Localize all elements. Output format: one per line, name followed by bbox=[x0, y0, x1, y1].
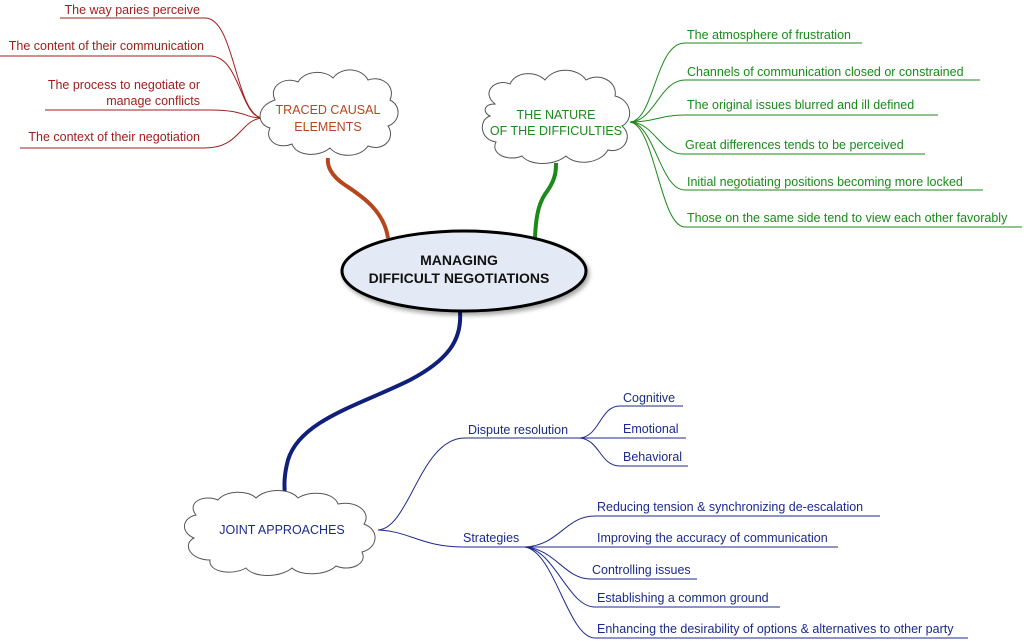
joint-branches bbox=[377, 405, 968, 639]
causal-item-perceive: The way paries perceive bbox=[65, 3, 201, 17]
strategies-label: Strategies bbox=[463, 531, 519, 545]
nature-branches bbox=[629, 42, 1022, 228]
nature-item-positions: Initial negotiating positions becoming m… bbox=[687, 175, 963, 189]
strategy-item-accuracy: Improving the accuracy of communication bbox=[597, 531, 828, 545]
causal-item-process-line2: manage conflicts bbox=[106, 94, 200, 108]
cloud-causal[interactable]: TRACED CAUSAL ELEMENTS bbox=[259, 69, 399, 156]
connector-joint bbox=[282, 311, 463, 498]
causal-item-context: The context of their negotiation bbox=[28, 130, 200, 144]
dispute-item-emotional: Emotional bbox=[623, 422, 679, 436]
cloud-joint[interactable]: JOINT APPROACHES bbox=[184, 490, 376, 576]
nature-title-line1: THE NATURE bbox=[517, 108, 596, 122]
nature-item-same-side: Those on the same side tend to view each… bbox=[687, 211, 1008, 225]
causal-title-line2: ELEMENTS bbox=[294, 120, 361, 134]
nature-item-frustration: The atmosphere of frustration bbox=[687, 28, 851, 42]
center-topic[interactable]: MANAGING DIFFICULT NEGOTIATIONS bbox=[340, 229, 588, 313]
causal-branches bbox=[0, 17, 263, 149]
center-title-line2: DIFFICULT NEGOTIATIONS bbox=[369, 270, 550, 286]
strategy-item-tension: Reducing tension & synchronizing de-esca… bbox=[597, 500, 863, 514]
nature-title-line2: OF THE DIFFICULTIES bbox=[490, 124, 622, 138]
nature-item-differences: Great differences tends to be perceived bbox=[685, 138, 904, 152]
connector-nature bbox=[533, 162, 558, 239]
strategy-item-options: Enhancing the desirability of options & … bbox=[597, 622, 954, 636]
dispute-item-cognitive: Cognitive bbox=[623, 391, 675, 405]
causal-item-process-line1: The process to negotiate or bbox=[48, 78, 200, 92]
strategy-item-common-ground: Establishing a common ground bbox=[597, 591, 769, 605]
causal-item-content: The content of their communication bbox=[9, 39, 204, 53]
causal-title-line1: TRACED CAUSAL bbox=[276, 103, 381, 117]
nature-item-issues: The original issues blurred and ill defi… bbox=[687, 98, 914, 112]
dispute-resolution-label: Dispute resolution bbox=[468, 423, 568, 437]
connector-causal bbox=[325, 157, 390, 239]
strategy-item-issues: Controlling issues bbox=[592, 563, 691, 577]
joint-title: JOINT APPROACHES bbox=[219, 523, 345, 537]
cloud-nature[interactable]: THE NATURE OF THE DIFFICULTIES bbox=[481, 69, 631, 164]
nature-item-channels: Channels of communication closed or cons… bbox=[687, 65, 964, 79]
dispute-item-behavioral: Behavioral bbox=[623, 450, 682, 464]
center-title-line1: MANAGING bbox=[420, 252, 498, 268]
